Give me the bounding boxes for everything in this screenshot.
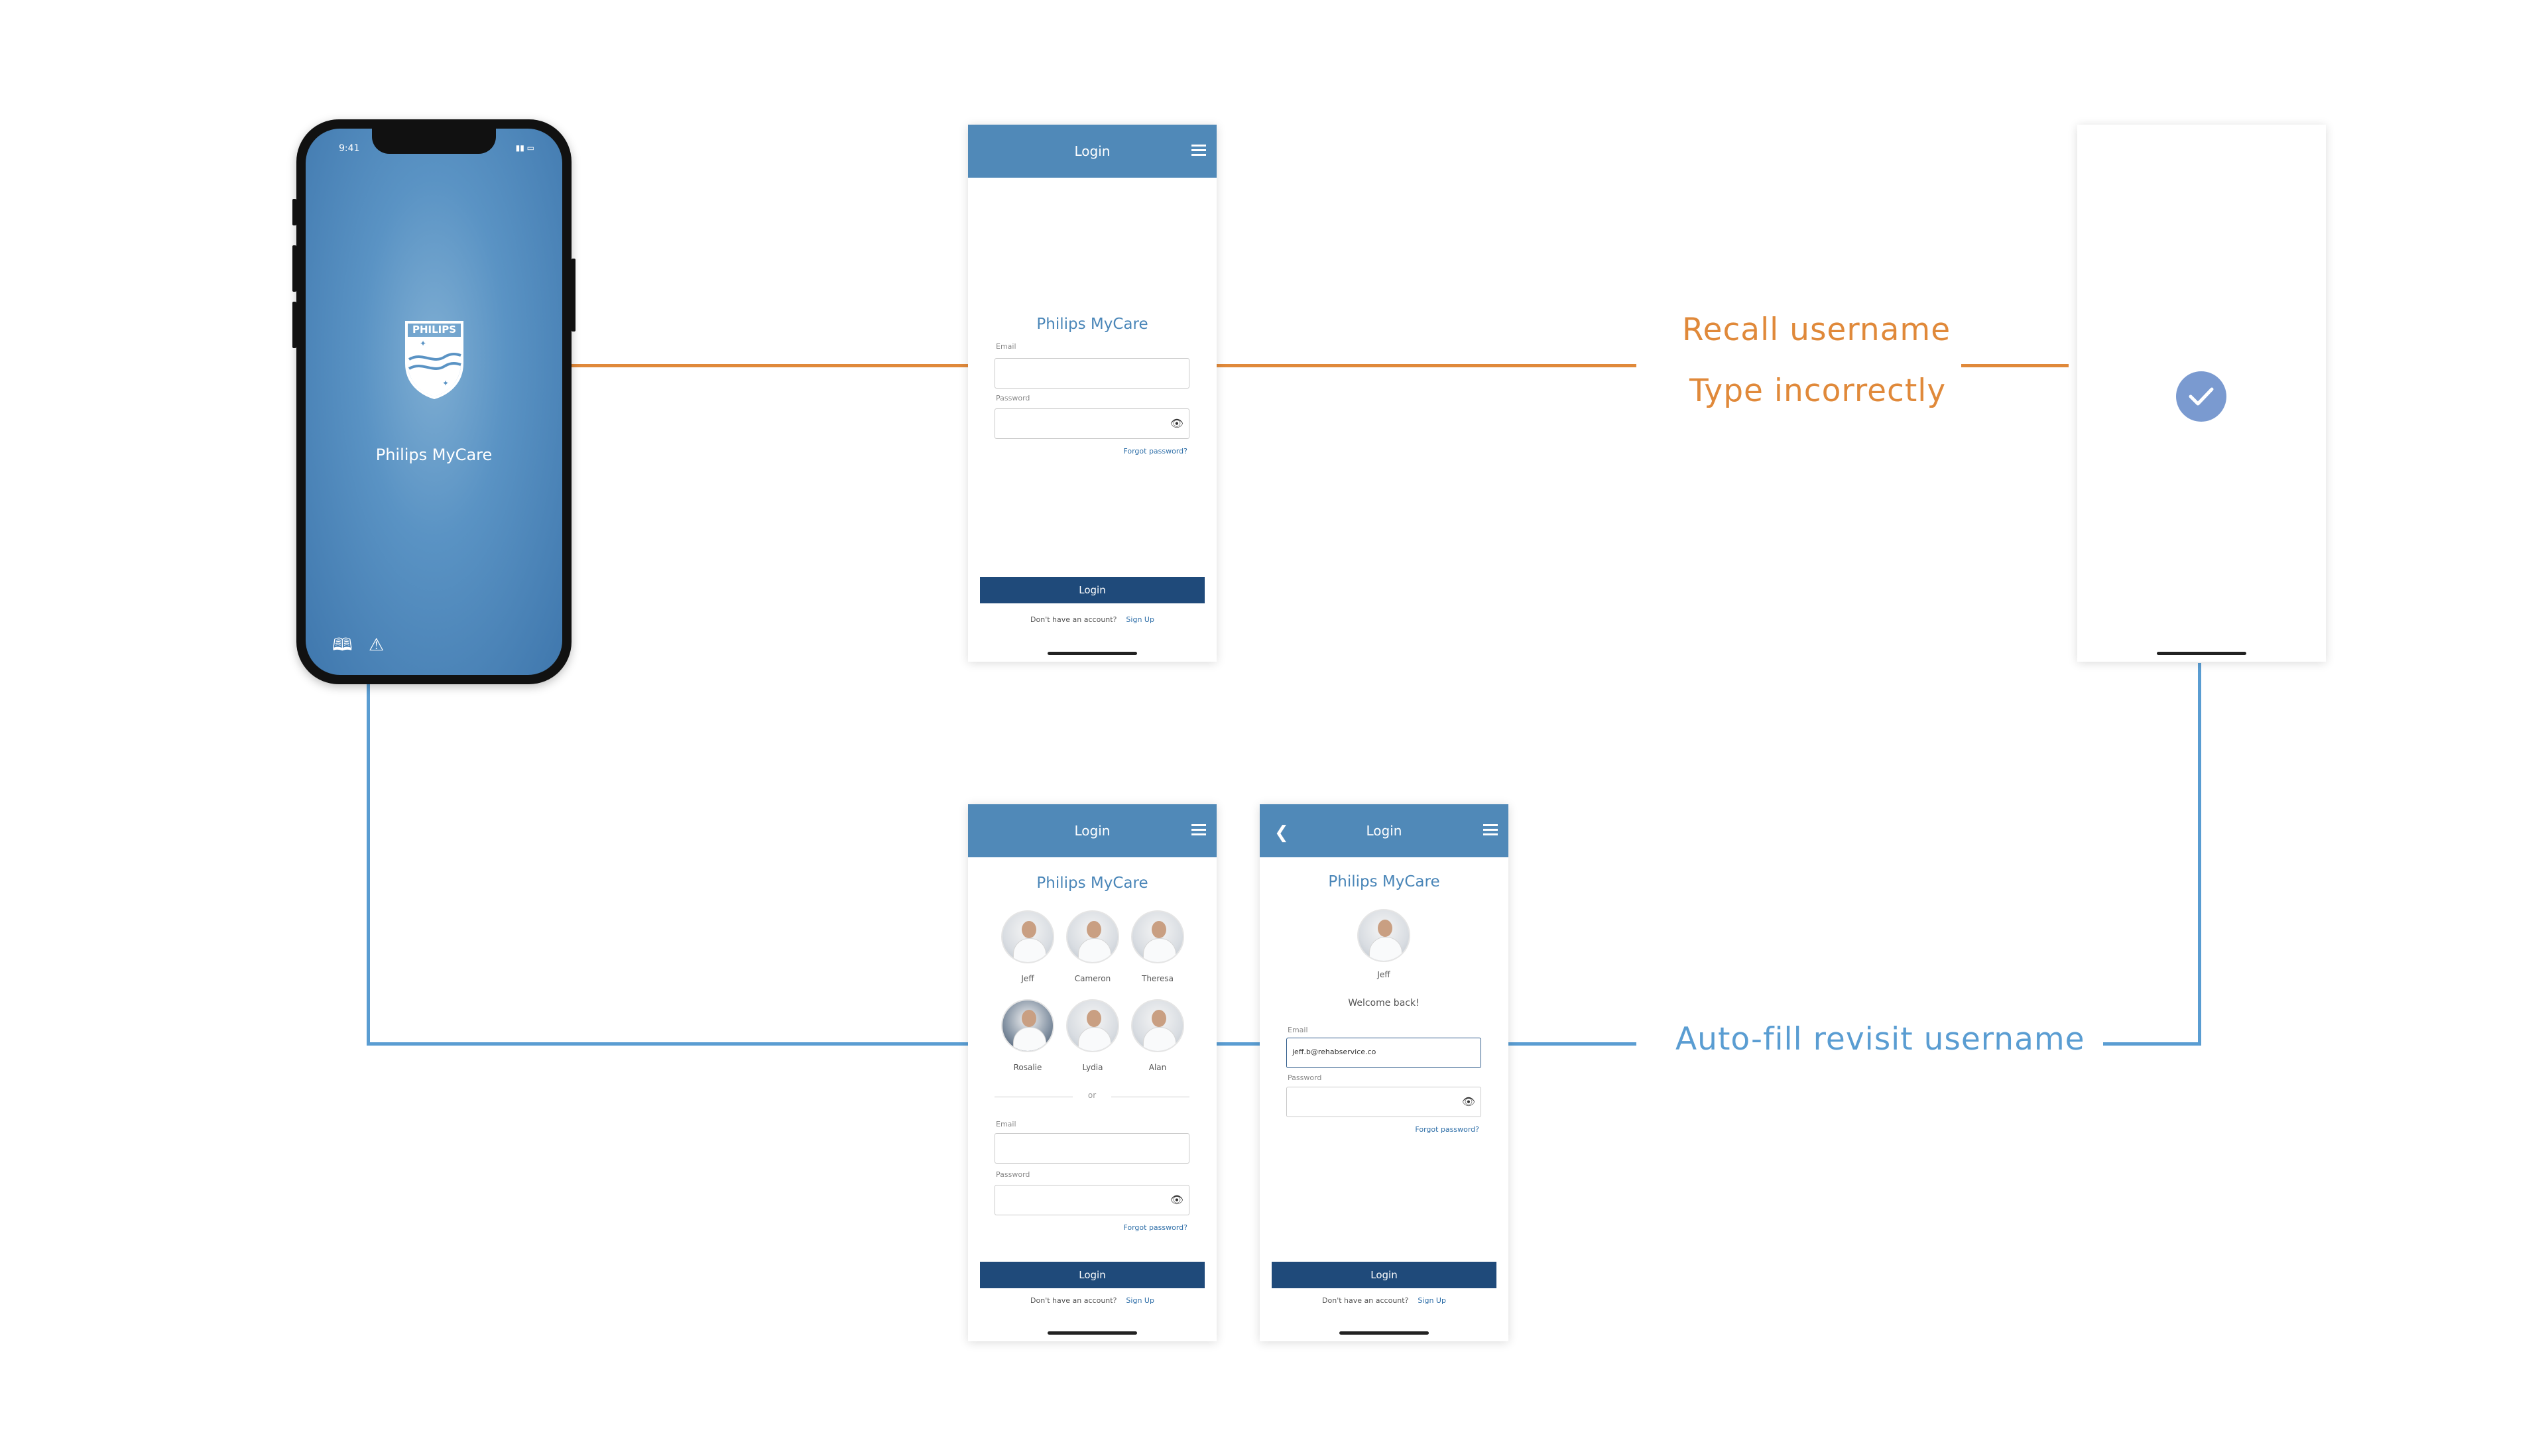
- password-label: Password: [1288, 1073, 1322, 1082]
- password-field[interactable]: 👁: [995, 1185, 1189, 1215]
- eye-icon[interactable]: 👁: [1170, 1193, 1183, 1206]
- checkmark-icon: [2176, 371, 2226, 422]
- splash-app-name: Philips MyCare: [375, 446, 493, 464]
- email-field[interactable]: [995, 1133, 1189, 1164]
- home-indicator: [1048, 652, 1137, 655]
- forgot-password-link[interactable]: Forgot password?: [1415, 1125, 1479, 1134]
- avatar-name: Cameron: [1074, 974, 1111, 983]
- avatar-theresa[interactable]: [1131, 910, 1184, 963]
- email-field[interactable]: [995, 358, 1189, 389]
- or-divider: or: [995, 1091, 1189, 1104]
- avatar-name: Rosalie: [1013, 1063, 1042, 1072]
- password-label: Password: [996, 394, 1030, 402]
- no-account-text: Don't have an account?: [1322, 1296, 1409, 1305]
- type-incorrectly-label: Type incorrectly: [1689, 373, 1947, 409]
- status-time: 9:41: [339, 143, 360, 154]
- success-screen: [2077, 125, 2326, 662]
- connector-label-to-result: [1961, 364, 2069, 367]
- phone-bottom-icons: 🕮 ⚠: [332, 633, 384, 662]
- email-label: Email: [1288, 1026, 1308, 1034]
- menu-icon[interactable]: [1191, 145, 1206, 156]
- login-button[interactable]: Login: [980, 577, 1205, 603]
- signup-row: Don't have an account? Sign Up: [1260, 1296, 1508, 1305]
- app-header: ❮ Login: [1260, 804, 1508, 857]
- no-account-text: Don't have an account?: [1030, 1296, 1117, 1305]
- connector-result-down: [2198, 663, 2201, 1046]
- user-picker-screen: Login Philips MyCare Jeff Cameron Theres…: [968, 804, 1217, 1341]
- eye-icon[interactable]: 👁: [1170, 417, 1183, 430]
- forgot-password-link[interactable]: Forgot password?: [1123, 1223, 1187, 1232]
- home-indicator: [2157, 652, 2246, 655]
- header-title: Login: [1074, 143, 1111, 159]
- connector-label-to-up: [2103, 1042, 2201, 1046]
- email-label: Email: [996, 342, 1016, 351]
- home-indicator: [1048, 1331, 1137, 1335]
- avatar-alan[interactable]: [1131, 999, 1184, 1052]
- email-field[interactable]: jeff.b@rehabservice.co: [1286, 1038, 1481, 1068]
- password-field[interactable]: 👁: [1286, 1087, 1481, 1117]
- phone-notch: [372, 129, 496, 154]
- welcome-back-screen: ❮ Login Philips MyCare Jeff Welcome back…: [1260, 804, 1508, 1341]
- avatar-name: Alan: [1148, 1063, 1167, 1072]
- philips-wordmark: PHILIPS: [412, 324, 456, 335]
- sign-up-link[interactable]: Sign Up: [1418, 1296, 1446, 1305]
- avatar-lydia[interactable]: [1066, 999, 1119, 1052]
- connector-users-to-welcome: [1217, 1042, 1260, 1046]
- forgot-password-link[interactable]: Forgot password?: [1123, 447, 1187, 455]
- signup-row: Don't have an account? Sign Up: [968, 615, 1217, 624]
- no-account-text: Don't have an account?: [1030, 615, 1117, 624]
- back-chevron-icon[interactable]: ❮: [1274, 823, 1289, 843]
- phone-splash: 9:41 ▮▮ ▭ ✦ ✦ PHILIPS Philips MyCare 🕮 ⚠: [292, 119, 576, 684]
- or-text: or: [1087, 1091, 1097, 1100]
- warning-icon[interactable]: ⚠: [368, 635, 385, 655]
- welcome-text: Welcome back!: [1348, 998, 1420, 1008]
- app-header: Login: [968, 804, 1217, 857]
- app-title: Philips MyCare: [1328, 873, 1440, 890]
- connector-phone-to-users: [367, 1042, 968, 1046]
- menu-icon[interactable]: [1191, 824, 1206, 836]
- battery-icon: ▮▮ ▭: [515, 143, 534, 152]
- autofill-label: Auto-fill revisit username: [1675, 1021, 2085, 1058]
- philips-shield-icon: ✦ ✦ PHILIPS: [405, 321, 463, 399]
- recall-username-label: Recall username: [1682, 312, 1951, 348]
- password-label: Password: [996, 1170, 1030, 1179]
- app-title: Philips MyCare: [1036, 875, 1148, 892]
- avatar-rosalie[interactable]: [1001, 999, 1054, 1052]
- connector-welcome-to-label: [1508, 1042, 1636, 1046]
- menu-icon[interactable]: [1483, 824, 1498, 836]
- app-title: Philips MyCare: [1036, 316, 1148, 333]
- home-indicator: [1339, 1331, 1429, 1335]
- phone-screen: 9:41 ▮▮ ▭ ✦ ✦ PHILIPS Philips MyCare 🕮 ⚠: [306, 129, 562, 675]
- svg-text:✦: ✦: [442, 379, 449, 388]
- header-title: Login: [1074, 823, 1111, 839]
- avatar-name: Jeff: [1377, 970, 1390, 979]
- eye-icon[interactable]: 👁: [1461, 1095, 1475, 1108]
- avatar-name: Theresa: [1142, 974, 1174, 983]
- login-button[interactable]: Login: [1272, 1262, 1496, 1288]
- signup-row: Don't have an account? Sign Up: [968, 1296, 1217, 1305]
- avatar-cameron[interactable]: [1066, 910, 1119, 963]
- avatar-jeff[interactable]: [1001, 910, 1054, 963]
- app-header: Login: [968, 125, 1217, 178]
- avatar-jeff[interactable]: [1357, 909, 1410, 962]
- password-field[interactable]: 👁: [995, 408, 1189, 439]
- sign-up-link[interactable]: Sign Up: [1126, 615, 1154, 624]
- svg-text:✦: ✦: [420, 339, 426, 348]
- email-label: Email: [996, 1120, 1016, 1128]
- avatar-name: Lydia: [1082, 1063, 1103, 1072]
- header-title: Login: [1366, 823, 1402, 839]
- login-screen: Login Philips MyCare Email Password 👁 Fo…: [968, 125, 1217, 662]
- connector-phone-to-login: [572, 364, 968, 367]
- avatar-name: Jeff: [1021, 974, 1034, 983]
- sign-up-link[interactable]: Sign Up: [1126, 1296, 1154, 1305]
- manual-icon[interactable]: 🕮: [332, 635, 353, 655]
- connector-login-to-label: [1217, 364, 1636, 367]
- login-button[interactable]: Login: [980, 1262, 1205, 1288]
- connector-phone-down: [367, 684, 370, 1046]
